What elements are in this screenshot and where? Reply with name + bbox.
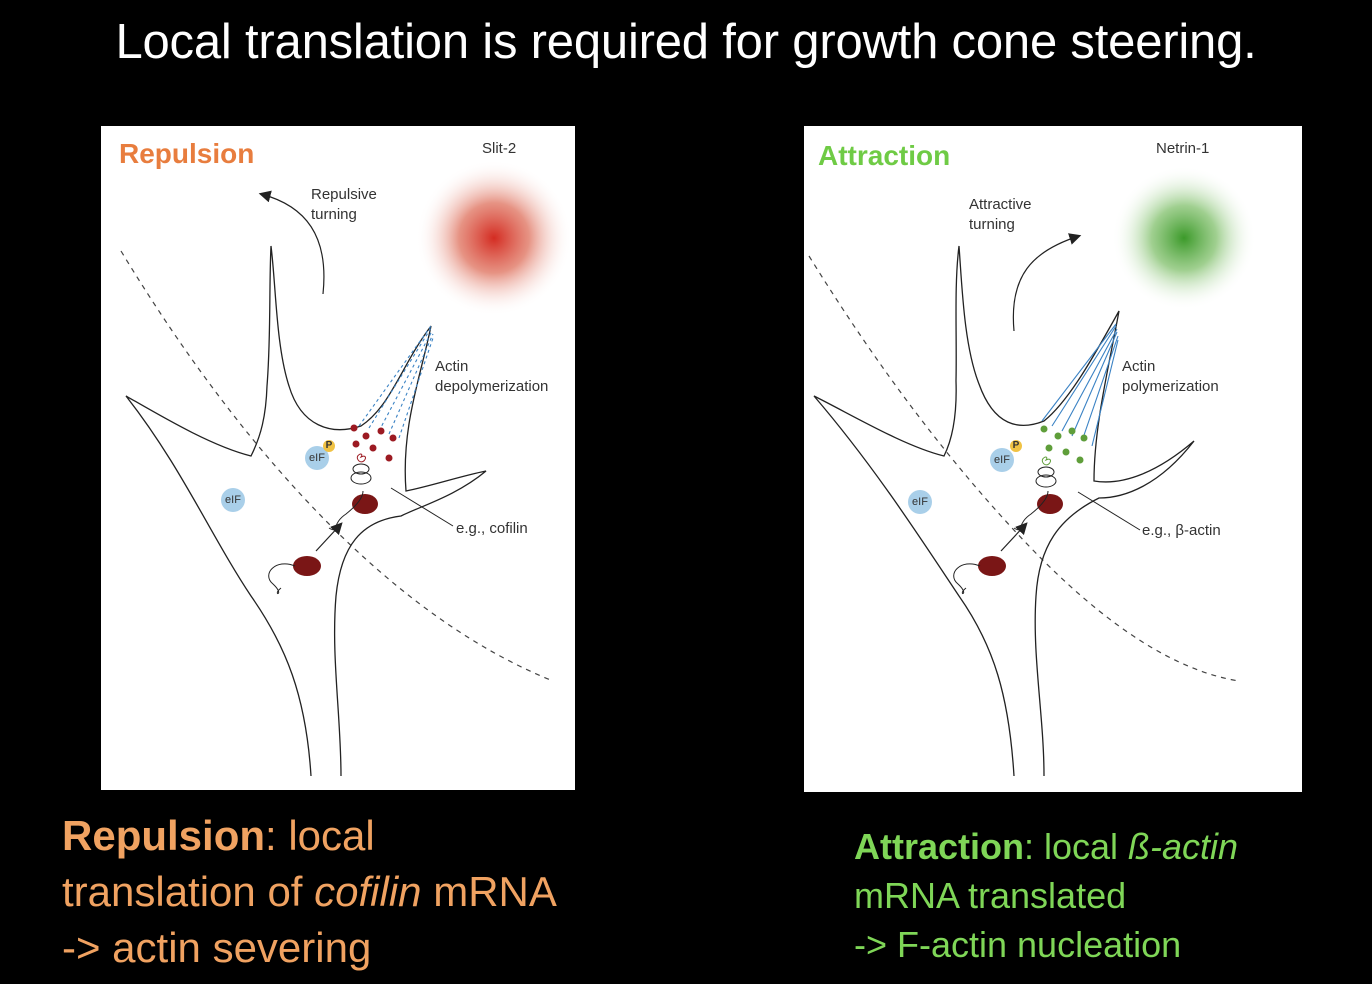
example-label: e.g., β-actin <box>1142 522 1221 539</box>
caption-text: : local <box>265 812 375 859</box>
turning-label-1: Attractive <box>969 196 1032 213</box>
caption-text: -> actin severing <box>62 924 372 971</box>
eif-bubble: eIF <box>908 490 932 514</box>
mrna-granule <box>1037 494 1063 514</box>
turning-label-1: Repulsive <box>311 186 377 203</box>
beta-actin-granules <box>1040 425 1088 464</box>
transport-arrow <box>315 522 343 552</box>
attraction-label: Attraction <box>818 140 951 171</box>
repulsive-turning-arrow <box>258 190 325 295</box>
attractive-turning-arrow <box>1012 233 1082 332</box>
attraction-diagram <box>808 166 1256 777</box>
eif-bubble: eIF <box>221 488 245 512</box>
actin-label-1: Actin <box>435 358 469 375</box>
eif-bubble: eIF <box>990 448 1014 472</box>
ribosome <box>1035 456 1057 488</box>
cue-label: Slit-2 <box>482 140 517 157</box>
attraction-caption: Attraction: local ß-actin mRNA translate… <box>854 822 1238 969</box>
repulsion-diagram <box>120 160 572 777</box>
netrin-gradient <box>1112 166 1256 310</box>
mrna-granule <box>978 556 1006 576</box>
cofilin-granules <box>350 424 397 462</box>
actin-label-2: depolymerization <box>435 378 549 395</box>
caption-text: mRNA <box>421 868 557 915</box>
repulsion-panel: Repulsion Slit-2 Repulsive turning Actin… <box>101 126 575 790</box>
caption-bold: Attraction <box>854 826 1024 867</box>
repulsion-label: Repulsion <box>119 138 255 169</box>
attraction-panel: Attraction Netrin-1 Attractive turning A… <box>804 126 1302 792</box>
slit-gradient <box>416 160 572 316</box>
caption-text: translation of <box>62 868 315 915</box>
caption-bold: Repulsion <box>62 812 266 859</box>
caption-italic: ß-actin <box>1128 826 1239 867</box>
slide-title: Local translation is required for growth… <box>115 15 1257 69</box>
actin-filaments <box>1041 323 1119 447</box>
ribosome <box>350 453 372 485</box>
mrna-granule <box>293 556 321 576</box>
actin-label-2: polymerization <box>1122 378 1219 395</box>
growth-cone-outline <box>125 245 487 777</box>
dashed-boundary <box>808 255 1240 682</box>
turning-label-2: turning <box>311 206 357 223</box>
phospho-marker: P <box>1010 440 1022 452</box>
actin-label-1: Actin <box>1122 358 1156 375</box>
cue-label: Netrin-1 <box>1156 140 1210 157</box>
example-label: e.g., cofilin <box>456 520 528 537</box>
mrna-granule <box>352 494 378 514</box>
turning-label-2: turning <box>969 216 1015 233</box>
caption-text: -> F-actin nucleation <box>854 924 1182 965</box>
actin-filaments <box>358 325 434 439</box>
caption-italic: cofilin <box>314 868 422 915</box>
caption-text: mRNA translated <box>854 875 1127 916</box>
dashed-boundary <box>120 250 554 682</box>
transport-arrow <box>1000 522 1028 552</box>
caption-text: : local <box>1024 826 1129 867</box>
phospho-marker: P <box>323 440 335 452</box>
growth-cone-outline <box>813 245 1195 777</box>
repulsion-caption: Repulsion: local translation of cofilin … <box>62 808 557 976</box>
